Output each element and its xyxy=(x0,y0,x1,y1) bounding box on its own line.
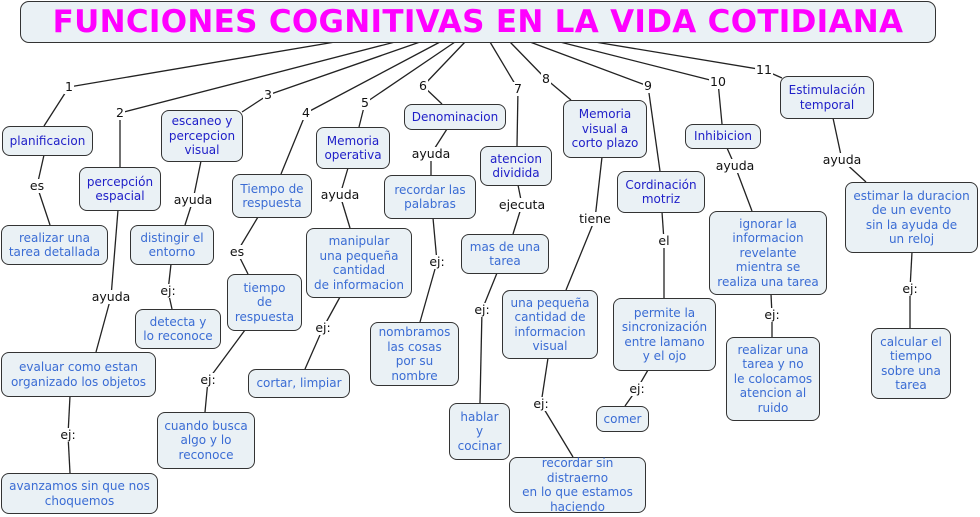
concept-node[interactable]: una pequeña cantidad de informacion visu… xyxy=(502,290,598,359)
link-label: es xyxy=(28,178,46,193)
concept-node[interactable]: evaluar como estan organizado los objeto… xyxy=(1,352,156,397)
concept-planificacion[interactable]: planificacion xyxy=(2,126,93,156)
link-label: ej: xyxy=(428,254,446,269)
concept-node[interactable]: mas de una tarea xyxy=(461,234,549,274)
link-label: tiene xyxy=(578,211,612,226)
concept-memoria-operativa[interactable]: Memoria operativa xyxy=(316,127,390,169)
concept-denominacion[interactable]: Denominacion xyxy=(404,104,506,130)
link-label: ej: xyxy=(159,283,177,298)
example-node[interactable]: realizar una tarea y no le colocamos ate… xyxy=(726,337,820,421)
concept-node[interactable]: tiempo de respuesta xyxy=(227,274,302,331)
link-label: ayuda xyxy=(172,192,214,207)
link-label-7: 7 xyxy=(513,81,523,96)
example-node[interactable]: hablar y cocinar xyxy=(449,403,510,460)
example-node[interactable]: detecta y lo reconoce xyxy=(135,309,221,349)
concept-node[interactable]: manipular una pequeña cantidad de inform… xyxy=(306,228,412,298)
concept-node[interactable]: recordar las palabras xyxy=(384,175,476,219)
concept-estimulacion-temporal[interactable]: Estimulación temporal xyxy=(780,76,874,119)
link-label: ej: xyxy=(199,372,217,387)
link-label: ej: xyxy=(314,320,332,335)
link-label: ej: xyxy=(59,427,77,442)
concept-tiempo-de-respuesta[interactable]: Tiempo de respuesta xyxy=(232,174,312,218)
link-label: ejecuta xyxy=(497,197,547,212)
concept-cordinacion-motriz[interactable]: Cordinación motriz xyxy=(617,171,705,213)
concept-node[interactable]: distingir el entorno xyxy=(130,225,214,265)
link-label: ej: xyxy=(532,396,550,411)
concept-inhibicion[interactable]: Inhibicion xyxy=(685,124,761,149)
example-node[interactable]: recordar sin distraerno en lo que estamo… xyxy=(509,456,646,514)
example-node[interactable]: cuando busca algo y lo reconoce xyxy=(157,412,255,469)
example-node[interactable]: cortar, limpiar xyxy=(248,369,350,398)
concept-memoria-visual[interactable]: Memoria visual a corto plazo xyxy=(563,100,647,158)
link-label: ej: xyxy=(628,381,646,396)
concept-node[interactable]: ignorar la informacion revelante mientra… xyxy=(709,211,827,295)
link-label: ayuda xyxy=(714,158,756,173)
concept-atencion-dividida[interactable]: atencion dividida xyxy=(480,146,552,186)
link-label: ej: xyxy=(901,281,919,296)
link-label-6: 6 xyxy=(418,78,428,93)
link-label: ayuda xyxy=(821,152,863,167)
link-label-9: 9 xyxy=(643,78,653,93)
link-label: ej: xyxy=(763,307,781,322)
map-title: FUNCIONES COGNITIVAS EN LA VIDA COTIDIAN… xyxy=(20,1,936,43)
example-node[interactable]: avanzamos sin que nos choquemos xyxy=(1,473,158,514)
concept-node[interactable]: estimar la duracion de un evento sin la … xyxy=(845,182,978,253)
link-label-4: 4 xyxy=(301,105,311,120)
link-label: es xyxy=(228,244,246,259)
link-label: ayuda xyxy=(90,289,132,304)
concept-percepcion-espacial[interactable]: percepción espacial xyxy=(79,167,161,211)
link-label: ayuda xyxy=(410,146,452,161)
link-label: el xyxy=(657,233,671,248)
link-label-11: 11 xyxy=(755,62,773,77)
concept-node[interactable]: realizar una tarea detallada xyxy=(1,225,108,265)
link-label: ayuda xyxy=(319,187,361,202)
link-label-3: 3 xyxy=(263,87,273,102)
example-node[interactable]: calcular el tiempo sobre una tarea xyxy=(871,328,951,399)
example-node[interactable]: nombramos las cosas por su nombre xyxy=(370,322,459,386)
link-label-1: 1 xyxy=(64,79,74,94)
concept-node[interactable]: permite la sincronización entre lamano y… xyxy=(613,298,716,371)
link-label-5: 5 xyxy=(360,95,370,110)
link-label-8: 8 xyxy=(541,71,551,86)
link-label: ej: xyxy=(473,302,491,317)
concept-escaneo-percepcion-visual[interactable]: escaneo y percepcion visual xyxy=(161,110,243,162)
example-node[interactable]: comer xyxy=(596,406,649,432)
link-label-10: 10 xyxy=(709,74,727,89)
link-label-2: 2 xyxy=(115,105,125,120)
